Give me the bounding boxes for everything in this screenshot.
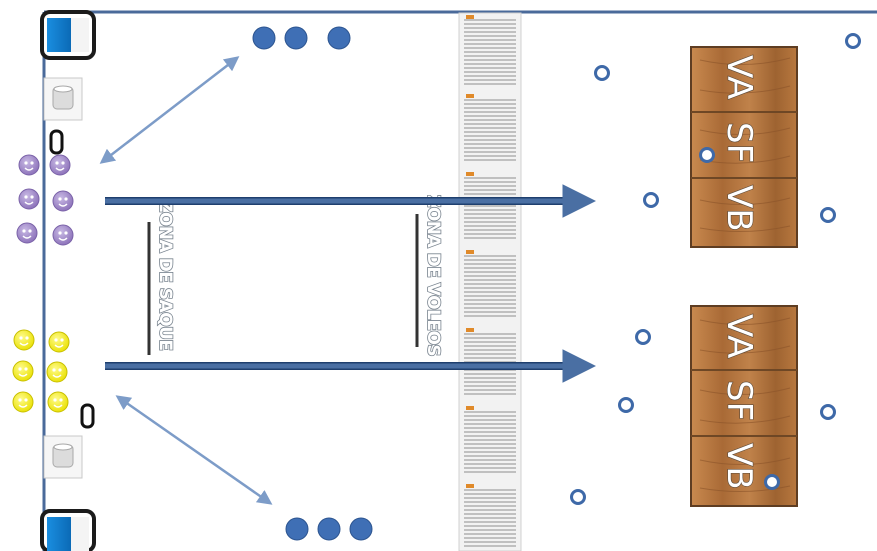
station-label-sf: SF <box>719 380 759 421</box>
cone-icon <box>80 403 95 429</box>
station-label-va: VA <box>719 55 759 99</box>
volley-zone-label: ZONA DE VOLEOS <box>423 195 443 356</box>
cone-icon <box>49 129 64 155</box>
newspaper-net <box>458 12 522 551</box>
ball-basket-icon <box>40 10 96 60</box>
target-station-bottom: VA SF VB <box>690 305 798 507</box>
ball-stack-icon <box>252 26 351 50</box>
station-label-va: VA <box>719 314 759 358</box>
diagonal-arrow-bottom <box>115 395 273 505</box>
station-label-vb: VB <box>719 185 759 232</box>
target-station-top: VA SF VB <box>690 46 798 248</box>
serve-zone-marker: ZONA DE SAQUE <box>147 199 176 355</box>
ball-basket-icon <box>40 509 96 551</box>
paper-roll-icon <box>43 435 83 479</box>
paper-roll-icon <box>43 77 83 121</box>
ball-stack-icon <box>285 517 373 541</box>
volley-zone-marker: ZONA DE VOLEOS <box>415 194 444 357</box>
diagonal-arrow-top <box>99 56 240 164</box>
yellow-player-group <box>12 329 70 413</box>
serve-zone-label: ZONA DE SAQUE <box>155 200 175 351</box>
station-label-sf: SF <box>719 122 759 163</box>
station-label-vb: VB <box>719 443 759 490</box>
